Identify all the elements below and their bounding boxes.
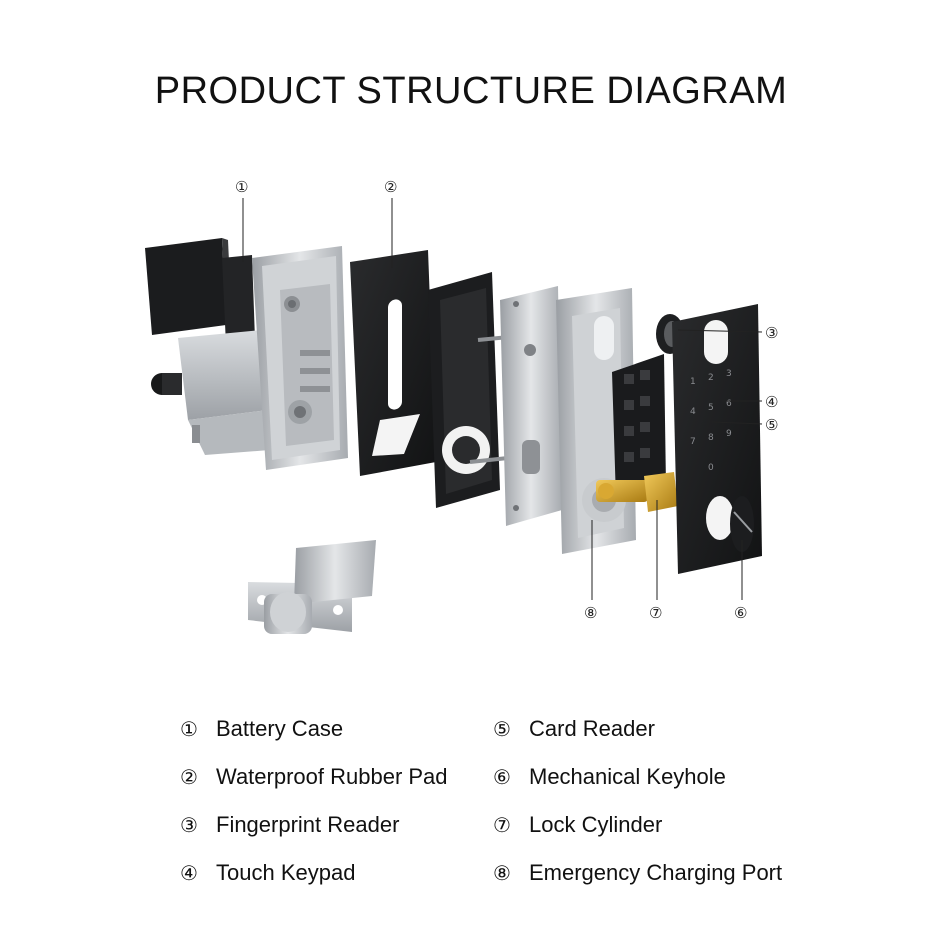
legend-label: Emergency Charging Port <box>529 860 783 885</box>
legend-item-battery-case: ① Battery Case <box>180 716 343 742</box>
legend-label: Fingerprint Reader <box>216 812 400 837</box>
marker-3: ③ <box>765 324 778 342</box>
exploded-lock-diagram: 1 2 3 4 5 6 7 8 9 0 ① <box>145 178 778 634</box>
keypad-digit: 0 <box>708 463 714 473</box>
legend-num: ⑧ <box>493 861 511 885</box>
legend-label: Card Reader <box>529 716 655 741</box>
legend-num: ⑦ <box>493 813 511 837</box>
keypad-digit: 5 <box>708 403 714 413</box>
inner-gasket-plate <box>428 272 521 508</box>
circuit-board <box>612 354 666 500</box>
legend-label: Waterproof Rubber Pad <box>216 764 448 789</box>
legend: ① Battery Case ② Waterproof Rubber Pad ③… <box>0 712 942 912</box>
keypad-digit: 1 <box>690 377 696 387</box>
marker-6: ⑥ <box>734 604 747 622</box>
legend-item-card-reader: ⑤ Card Reader <box>493 716 655 742</box>
keypad-digit: 6 <box>726 399 732 409</box>
legend-label: Battery Case <box>216 716 344 741</box>
legend-num: ⑥ <box>493 765 511 789</box>
marker-4: ④ <box>765 393 778 411</box>
keypad-digits: 1 2 3 4 5 6 7 8 9 0 <box>690 369 732 473</box>
legend-num: ④ <box>180 861 198 885</box>
legend-num: ⑤ <box>493 717 511 741</box>
legend-item-mechanical-keyhole: ⑥ Mechanical Keyhole <box>493 764 726 790</box>
legend-label: Mechanical Keyhole <box>529 764 726 789</box>
deadbolt-latch <box>248 540 376 634</box>
legend-num: ③ <box>180 813 198 837</box>
mounting-plate <box>500 286 562 526</box>
mechanical-keyhole-cover <box>730 496 754 552</box>
keypad-digit: 4 <box>690 407 696 417</box>
marker-1: ① <box>235 178 248 196</box>
legend-item-waterproof-rubber-pad: ② Waterproof Rubber Pad <box>180 764 448 790</box>
keypad-digit: 7 <box>690 437 696 447</box>
legend-item-lock-cylinder: ⑦ Lock Cylinder <box>493 812 662 838</box>
marker-7: ⑦ <box>649 604 662 622</box>
legend-label: Touch Keypad <box>216 860 356 885</box>
legend-item-fingerprint-reader: ③ Fingerprint Reader <box>180 812 399 838</box>
legend-num: ① <box>180 717 198 741</box>
page-title: PRODUCT STRUCTURE DIAGRAM <box>154 70 788 112</box>
leader-lines <box>242 198 763 600</box>
marker-2: ② <box>384 178 397 196</box>
legend-label: Lock Cylinder <box>529 812 663 837</box>
keypad-digit: 8 <box>708 433 714 443</box>
marker-5: ⑤ <box>765 416 778 434</box>
keypad-digit: 3 <box>726 369 732 379</box>
legend-item-touch-keypad: ④ Touch Keypad <box>180 860 355 886</box>
lock-cylinder <box>596 472 678 512</box>
keypad-digit: 2 <box>708 373 714 383</box>
marker-8: ⑧ <box>584 604 597 622</box>
legend-item-emergency-charging-port: ⑧ Emergency Charging Port <box>493 860 782 886</box>
keypad-digit: 9 <box>726 429 732 439</box>
legend-num: ② <box>180 765 198 789</box>
rear-housing <box>252 246 348 470</box>
rear-mechanism <box>151 330 270 455</box>
battery-case <box>145 238 255 345</box>
waterproof-rubber-pad <box>350 250 436 476</box>
